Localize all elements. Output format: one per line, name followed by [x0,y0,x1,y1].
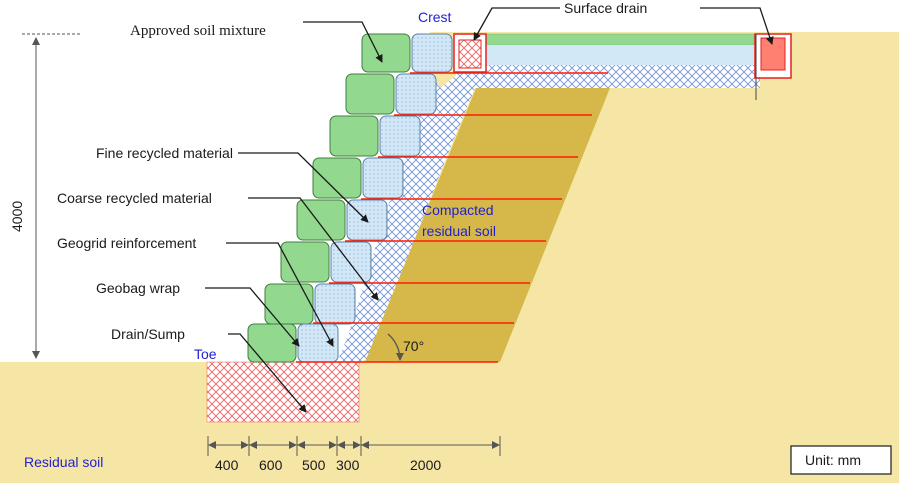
crest-label: Crest [418,9,452,25]
crest-grass-layer [485,33,755,46]
coarse-recycled-fill-wedge [338,70,474,360]
crest-fine-layer [486,45,754,65]
angle-indicator [387,333,405,361]
crest-drain [453,33,487,73]
geogrid-reinforcement-label: Geogrid reinforcement [57,235,196,251]
residual-soil-label: Residual soil [24,454,103,470]
toe-drain-area [206,361,360,423]
unit-box: Unit: mm [790,445,892,475]
approved-soil-bags [247,33,411,363]
geobag-wrap-label: Geobag wrap [96,280,180,296]
dimension-label: 300 [336,457,360,473]
crest-coarse-layer [486,65,756,88]
width-dimensions [207,436,501,456]
compacted-soil-label-line1: Compacted [422,202,494,218]
unit-label: Unit: mm [805,452,861,468]
dimension-label: 400 [215,457,239,473]
surface-drain [754,33,792,100]
geogrid-lines [296,72,608,363]
approved-soil-mixture-label: Approved soil mixture [130,23,266,39]
leader-lines [205,7,774,413]
dimension-label: 600 [259,457,283,473]
fine-recycled-bags [297,33,453,363]
fine-recycled-material-label: Fine recycled material [96,145,233,161]
drain-sump-label: Drain/Sump [111,326,185,342]
height-label: 4000 [9,201,25,232]
compacted-soil-label-line2: residual soil [422,223,496,239]
angle-label: 70° [403,338,424,354]
coarse-recycled-material-label: Coarse recycled material [57,190,212,206]
surface-drain-label: Surface drain [564,0,647,16]
toe-label: Toe [194,346,217,362]
dimension-label: 500 [302,457,326,473]
dimension-label: 2000 [410,457,441,473]
height-dimension [22,33,80,359]
